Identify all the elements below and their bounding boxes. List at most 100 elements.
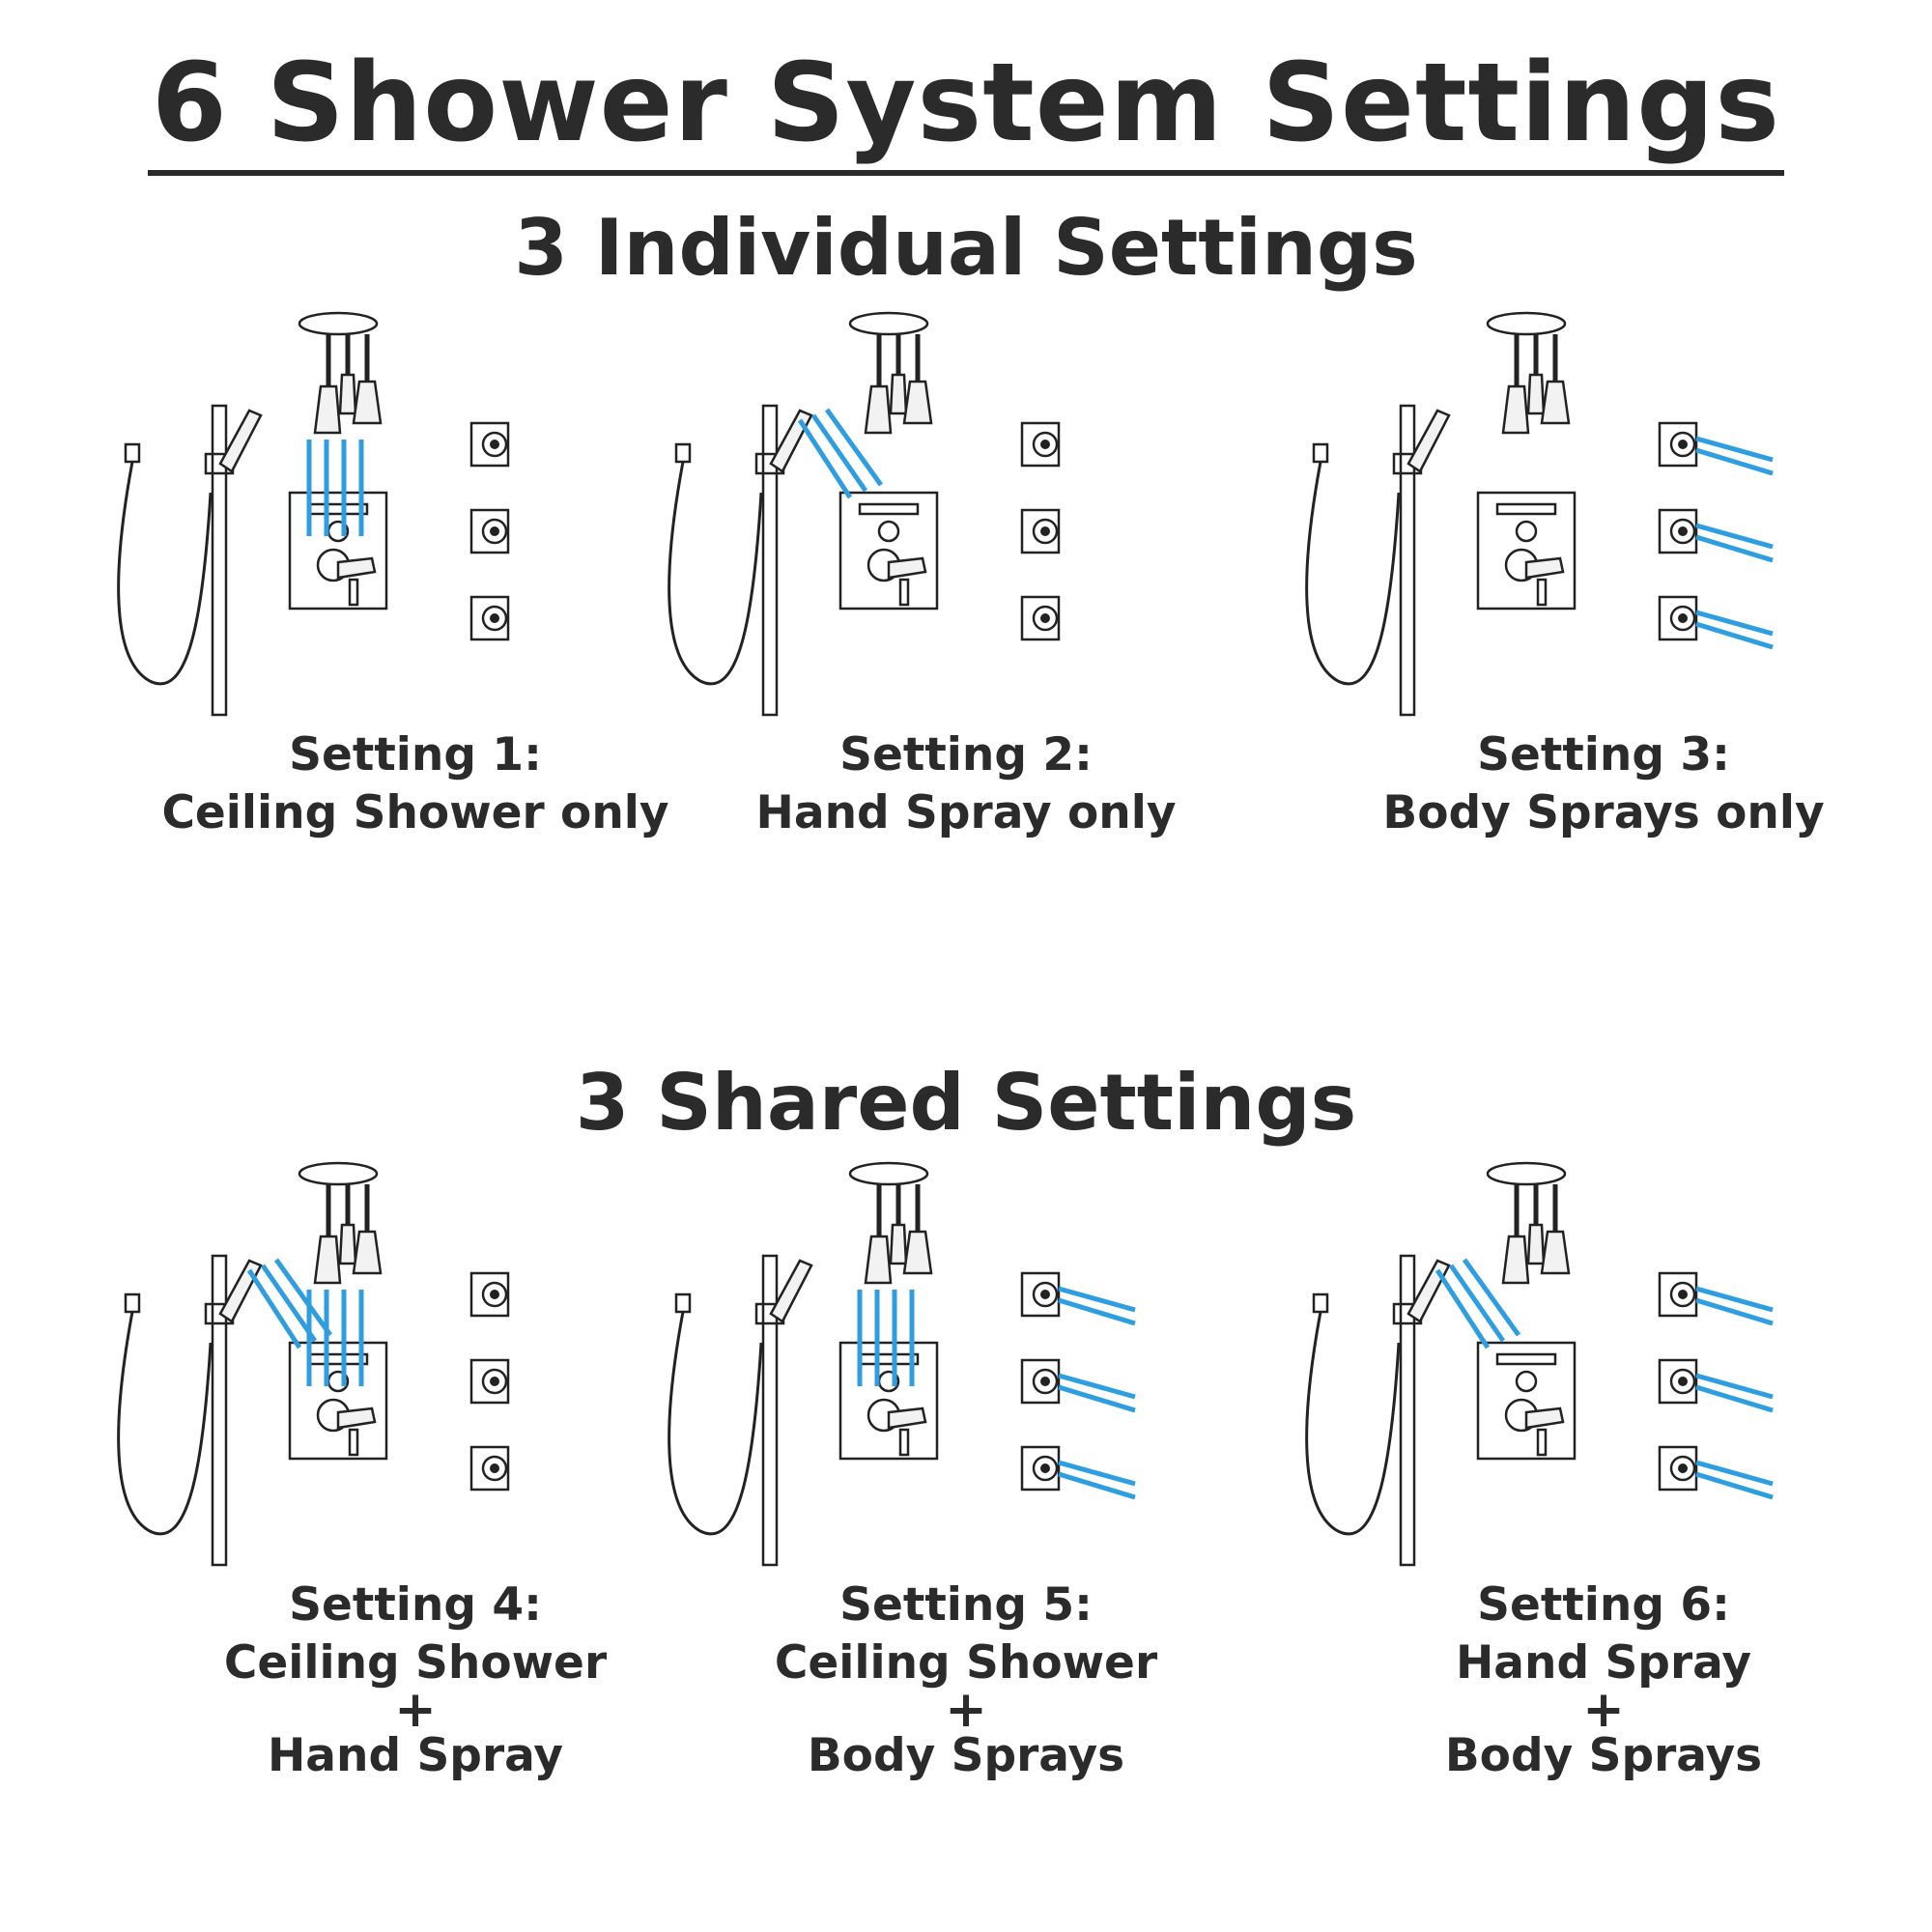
setting-panel-3: Setting 3: Body Sprays only [1285, 299, 1922, 840]
hose-icon [117, 1311, 213, 1536]
setting-panel-4: Setting 4: Ceiling Shower + Hand Spray [97, 1150, 734, 1782]
body-spray-icon [1020, 1358, 1061, 1405]
wall-outlet-icon [124, 1293, 141, 1314]
valve-trim-icon [1476, 1341, 1577, 1461]
body-spray-water-stream [1695, 1286, 1774, 1313]
setting-caption-1: Setting 1: Ceiling Shower only [97, 724, 734, 840]
section-heading-individual: 3 Individual Settings [514, 203, 1418, 293]
ceiling-shower-icon [848, 1161, 933, 1285]
body-spray-icon [1020, 595, 1061, 641]
setting-line-2: Body Sprays [807, 1729, 1125, 1782]
wall-outlet-icon [674, 1293, 692, 1314]
hand-spray-water-stream [260, 1264, 318, 1343]
body-spray-icon [469, 1445, 510, 1492]
setting-line-2: Hand Spray [267, 1729, 564, 1782]
body-spray-water-stream [1058, 1471, 1136, 1500]
setting-panel-1: Setting 1: Ceiling Shower only [97, 299, 734, 840]
body-spray-icon [469, 1358, 510, 1405]
body-spray-water-stream [1695, 1297, 1774, 1326]
hand-spray-water-stream [824, 408, 884, 487]
body-spray-icon [1658, 595, 1698, 641]
slide-bar-icon [211, 1254, 228, 1567]
setting-heading: Setting 3: [1477, 728, 1730, 781]
setting-heading: Setting 5: [839, 1578, 1093, 1632]
shower-diagram-1 [117, 311, 510, 717]
slide-bar-icon [761, 1254, 779, 1567]
body-spray-icon [1020, 1271, 1061, 1318]
valve-trim-icon [288, 1341, 388, 1461]
body-spray-water-stream [1695, 1373, 1774, 1400]
setting-line-1: Hand Spray [1455, 1636, 1752, 1690]
ceiling-shower-icon [298, 311, 383, 435]
wall-outlet-icon [124, 442, 141, 464]
shower-diagram-5 [668, 1161, 1136, 1567]
setting-panel-5: Setting 5: Ceiling Shower + Body Sprays [647, 1150, 1285, 1782]
setting-line-1: Ceiling Shower [223, 1636, 608, 1690]
wall-outlet-icon [1312, 1293, 1329, 1314]
body-spray-water-stream [1695, 1384, 1774, 1413]
setting-heading: Setting 6: [1477, 1578, 1730, 1632]
hand-spray-water-stream [797, 418, 853, 499]
setting-caption-4: Setting 4: Ceiling Shower + Hand Spray [97, 1575, 734, 1783]
hand-spray-water-stream [1462, 1258, 1521, 1337]
plus-sign: + [945, 1681, 987, 1739]
body-spray-water-stream [1695, 523, 1774, 550]
body-spray-icon [1020, 421, 1061, 468]
wall-outlet-icon [674, 442, 692, 464]
body-spray-water-stream [1695, 621, 1774, 650]
hand-spray-water-stream [246, 1268, 302, 1350]
setting-line-1: Hand Spray only [755, 786, 1177, 839]
body-spray-water-stream [1695, 447, 1774, 476]
body-spray-water-stream [1058, 1460, 1136, 1487]
setting-line-1: Ceiling Shower [774, 1636, 1158, 1690]
plus-sign: + [1582, 1681, 1625, 1739]
page-title: 6 Shower System Settings [0, 41, 1932, 176]
body-spray-icon [1658, 1271, 1698, 1318]
setting-heading: Setting 2: [839, 728, 1093, 781]
body-spray-water-stream [1695, 436, 1774, 463]
body-spray-icon [469, 1271, 510, 1318]
body-spray-water-stream [1058, 1286, 1136, 1313]
setting-caption-3: Setting 3: Body Sprays only [1285, 724, 1922, 840]
setting-line-1: Ceiling Shower only [161, 786, 669, 839]
ceiling-shower-icon [1486, 311, 1571, 435]
shower-diagram-4 [117, 1161, 510, 1567]
valve-trim-icon [838, 491, 939, 611]
body-spray-water-stream [1058, 1297, 1136, 1326]
body-spray-icon [1658, 1445, 1698, 1492]
shower-diagram-3 [1305, 311, 1774, 717]
hand-spray-water-stream [1435, 1268, 1491, 1350]
setting-heading: Setting 4: [289, 1578, 542, 1632]
hand-spray-water-stream [810, 413, 868, 493]
hose-icon [668, 1311, 763, 1536]
body-spray-icon [1020, 508, 1061, 554]
hose-icon [668, 461, 763, 686]
setting-caption-6: Setting 6: Hand Spray + Body Sprays [1285, 1575, 1922, 1783]
setting-panel-6: Setting 6: Hand Spray + Body Sprays [1285, 1150, 1922, 1782]
setting-heading: Setting 1: [289, 728, 542, 781]
page-title-text: 6 Shower System Settings [147, 41, 1785, 176]
hose-icon [117, 461, 213, 686]
section-heading-shared: 3 Shared Settings [575, 1058, 1357, 1148]
hose-icon [1305, 1311, 1401, 1536]
body-spray-icon [1658, 421, 1698, 468]
slide-bar-icon [761, 404, 779, 717]
body-spray-icon [469, 508, 510, 554]
body-spray-icon [469, 421, 510, 468]
setting-line-2: Body Sprays [1444, 1729, 1763, 1782]
slide-bar-icon [1399, 1254, 1416, 1567]
body-spray-water-stream [1058, 1384, 1136, 1413]
hand-spray-icon [1406, 409, 1451, 473]
hand-spray-water-stream [273, 1258, 333, 1337]
valve-trim-icon [838, 1341, 939, 1461]
body-spray-icon [1658, 508, 1698, 554]
wall-outlet-icon [1312, 442, 1329, 464]
setting-line-1: Body Sprays only [1382, 786, 1825, 839]
body-spray-water-stream [1058, 1373, 1136, 1400]
valve-trim-icon [288, 491, 388, 611]
hand-spray-icon [769, 1259, 813, 1323]
ceiling-shower-icon [848, 311, 933, 435]
ceiling-shower-icon [298, 1161, 383, 1285]
setting-panel-2: Setting 2: Hand Spray only [647, 299, 1285, 840]
slide-bar-icon [211, 404, 228, 717]
